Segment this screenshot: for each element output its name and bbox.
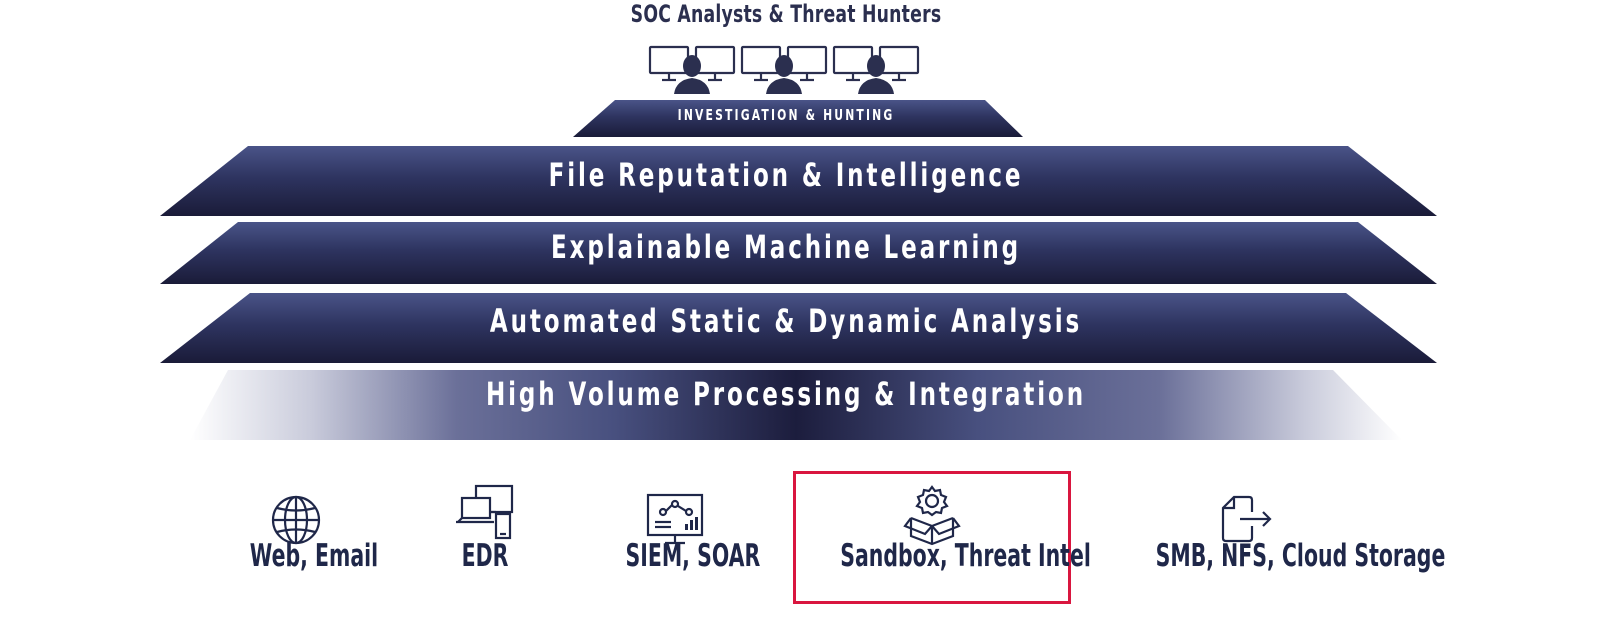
- investigation-label: INVESTIGATION & HUNTING: [677, 106, 895, 124]
- source-label: EDR: [461, 538, 509, 574]
- monitor-chart-icon: [646, 493, 704, 545]
- source-label: SIEM, SOAR: [625, 538, 761, 574]
- high-volume-processing-label: High Volume Processing & Integration: [485, 375, 1087, 413]
- static-dynamic-analysis-label: Automated Static & Dynamic Analysis: [489, 302, 1083, 340]
- source-web-email: Web, Email: [226, 470, 379, 590]
- source-edr: EDR: [425, 470, 545, 590]
- source-label: Sandbox, Threat Intel: [840, 538, 1091, 574]
- file-reputation-label: File Reputation & Intelligence: [548, 156, 1024, 194]
- file-export-icon: [1221, 495, 1272, 543]
- source-smb-nfs-cloud: SMB, NFS, Cloud Storage: [1108, 470, 1446, 590]
- globe-icon: [271, 495, 321, 545]
- source-sandbox-threat-intel: Sandbox, Threat Intel: [793, 470, 1091, 590]
- machine-learning-label: Explainable Machine Learning: [551, 228, 1021, 266]
- source-label: SMB, NFS, Cloud Storage: [1155, 538, 1446, 574]
- source-label: Web, Email: [249, 538, 379, 574]
- diagram-title: SOC Analysts & Threat Hunters: [630, 0, 942, 28]
- analysts-icon: [648, 45, 920, 94]
- source-siem-soar: SIEM, SOAR: [600, 470, 761, 590]
- devices-icon: [456, 484, 514, 540]
- gear-box-icon: [903, 485, 961, 546]
- highlight-box: [793, 471, 1071, 604]
